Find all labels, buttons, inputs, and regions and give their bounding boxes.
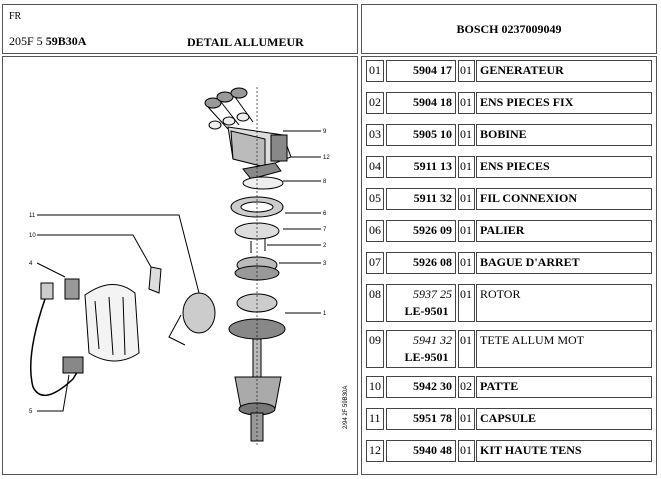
callout-1: 1: [323, 311, 327, 317]
part-reference-number: 5926 09: [413, 223, 452, 237]
row-index: 10: [366, 376, 384, 398]
callout-5: 5: [29, 409, 33, 415]
part-designation: ROTOR: [476, 284, 652, 322]
distributor-exploded-diagram: 9 12 8 6 7 2 3 1 11 10 4 5 2/94 2F 59B30…: [29, 87, 349, 447]
callout-8: 8: [323, 179, 327, 185]
part-quantity: 01: [458, 60, 475, 82]
part-quantity: 01: [458, 330, 475, 368]
part-designation: ENS PIECES FIX: [476, 92, 652, 114]
part-reference: 5911 32: [386, 188, 456, 210]
part-quantity: 01: [458, 252, 475, 274]
part-designation: FIL CONNEXION: [476, 188, 652, 210]
callout-10: 10: [29, 233, 36, 239]
part-reference-number: 5926 08: [413, 255, 452, 269]
callout-12: 12: [323, 155, 330, 161]
part-reference: 5904 17: [386, 60, 456, 82]
part-quantity: 01: [458, 156, 475, 178]
row-index: 11: [366, 408, 384, 430]
page-title: DETAIL ALLUMEUR: [187, 35, 304, 49]
part-quantity: 01: [458, 220, 475, 242]
callout-4: 4: [29, 261, 33, 267]
part-quantity: 01: [458, 124, 475, 146]
model-engine-code: 59B30A: [45, 34, 87, 48]
header-right-panel: BOSCH 0237009049: [361, 4, 657, 54]
model-prefix: 205F 5: [9, 34, 43, 48]
header-left-panel: FR 205F 5 59B30A DETAIL ALLUMEUR: [2, 4, 358, 54]
part-reference-variant: LE-9501: [404, 304, 449, 318]
part-designation: ENS PIECES: [476, 156, 652, 178]
parts-list-panel: [361, 56, 657, 475]
part-quantity: 01: [458, 284, 475, 322]
part-reference-number: 5941 32: [413, 333, 452, 347]
language-code: FR: [9, 11, 22, 22]
row-index: 12: [366, 440, 384, 462]
part-reference: 5940 48: [386, 440, 456, 462]
part-reference: 5911 13: [386, 156, 456, 178]
callout-9: 9: [323, 129, 327, 135]
part-reference-number: 5940 48: [413, 443, 452, 457]
model-code: 205F 5 59B30A: [9, 34, 86, 49]
part-reference-number: 5904 18: [413, 95, 452, 109]
part-reference: 5904 18: [386, 92, 456, 114]
part-designation: BOBINE: [476, 124, 652, 146]
part-quantity: 01: [458, 440, 475, 462]
part-reference-number: 5937 25: [413, 287, 452, 301]
part-reference: 5926 09: [386, 220, 456, 242]
part-designation: PATTE: [476, 376, 652, 398]
distributor-cap-drawing: [204, 87, 292, 168]
row-index: 09: [366, 330, 384, 368]
part-reference: 5905 10: [386, 124, 456, 146]
row-index: 06: [366, 220, 384, 242]
callout-3: 3: [323, 261, 327, 267]
part-quantity: 01: [458, 188, 475, 210]
row-index: 07: [366, 252, 384, 274]
row-index: 04: [366, 156, 384, 178]
part-reference: 5926 08: [386, 252, 456, 274]
callout-11: 11: [29, 213, 36, 219]
part-reference-number: 5904 17: [413, 63, 452, 77]
part-designation: KIT HAUTE TENS: [476, 440, 652, 462]
part-reference-number: 5905 10: [413, 127, 452, 141]
manufacturer-reference: BOSCH 0237009049: [456, 22, 562, 36]
part-reference-variant: LE-9501: [404, 350, 449, 364]
part-designation: TETE ALLUM MOT: [476, 330, 652, 368]
row-index: 05: [366, 188, 384, 210]
part-designation: PALIER: [476, 220, 652, 242]
row-index: 03: [366, 124, 384, 146]
exploded-view-panel: 9 12 8 6 7 2 3 1 11 10 4 5 2/94 2F 59B30…: [2, 56, 358, 475]
callout-7: 7: [323, 227, 327, 233]
part-quantity: 01: [458, 92, 475, 114]
drawing-stamp: 2/94 2F 59B30A: [343, 386, 349, 429]
row-index: 02: [366, 92, 384, 114]
part-reference: 5937 25 LE-9501: [386, 284, 456, 322]
part-designation: CAPSULE: [476, 408, 652, 430]
part-reference-number: 5911 13: [413, 159, 452, 173]
callout-6: 6: [323, 211, 327, 217]
part-designation: GENERATEUR: [476, 60, 652, 82]
part-reference-number: 5951 78: [413, 411, 452, 425]
part-reference: 5951 78: [386, 408, 456, 430]
callout-2: 2: [323, 243, 327, 249]
part-reference-number: 5911 32: [413, 191, 452, 205]
part-quantity: 02: [458, 376, 475, 398]
part-reference: 5942 30: [386, 376, 456, 398]
part-quantity: 01: [458, 408, 475, 430]
part-reference-number: 5942 30: [413, 379, 452, 393]
part-reference: 5941 32 LE-9501: [386, 330, 456, 368]
part-designation: BAGUE D'ARRET: [476, 252, 652, 274]
row-index: 01: [366, 60, 384, 82]
row-index: 08: [366, 284, 384, 322]
